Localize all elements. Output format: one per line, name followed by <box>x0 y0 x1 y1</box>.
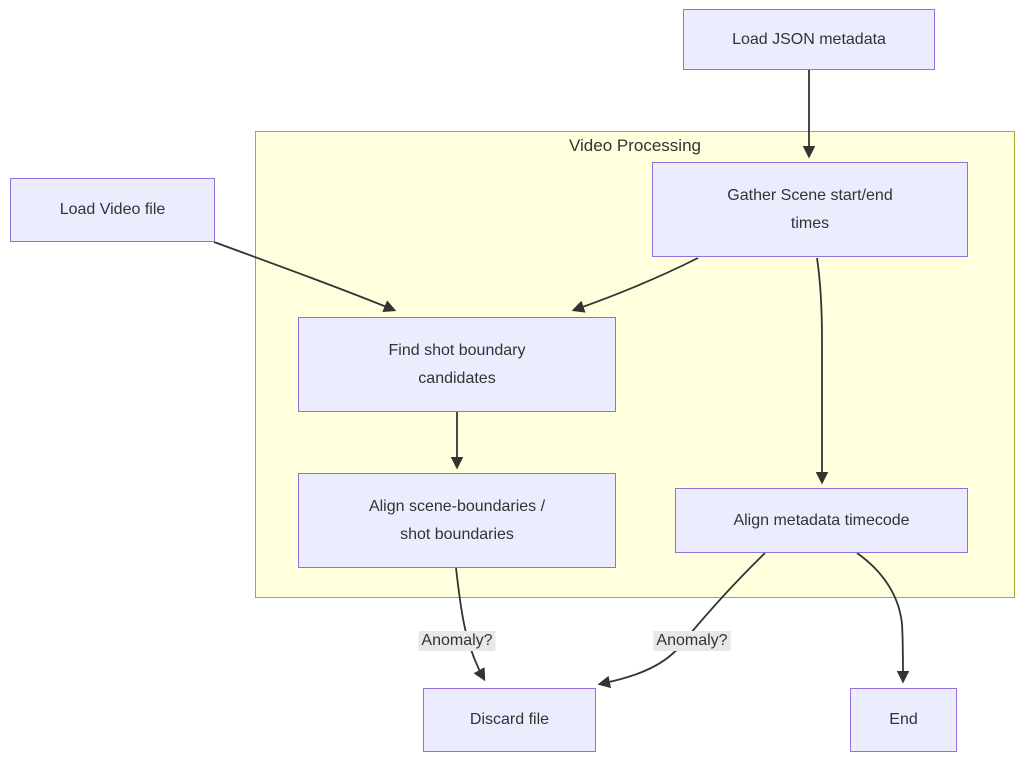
node-label-line2: shot boundaries <box>400 525 514 543</box>
node-label: Load Video file <box>59 201 166 218</box>
edge-label-anomaly-right: Anomaly? <box>653 631 731 651</box>
node-label-line1: Find shot boundary <box>388 341 526 359</box>
node-align-metadata-timecode: Align metadata timecode <box>675 488 968 553</box>
node-find-shot-boundary-candidates: Find shot boundary candidates <box>298 317 616 412</box>
node-discard-file: Discard file <box>423 688 596 752</box>
edge-label-anomaly-left: Anomaly? <box>418 631 496 651</box>
node-align-scene-shot-boundaries: Align scene-boundaries / shot boundaries <box>298 473 616 568</box>
node-label: Discard file <box>469 711 550 728</box>
node-label-line1: Align scene-boundaries / <box>368 497 546 515</box>
node-label-line2: candidates <box>418 369 496 387</box>
node-load-video-file: Load Video file <box>10 178 215 242</box>
node-label: Load JSON metadata <box>732 30 886 48</box>
node-end: End <box>850 688 957 752</box>
node-gather-scene-times: Gather Scene start/end times <box>652 162 968 257</box>
node-label-line2: times <box>790 214 830 232</box>
node-label: Align metadata timecode <box>733 511 910 529</box>
node-label-line1: Gather Scene start/end <box>727 186 893 204</box>
cluster-title: Video Processing <box>569 136 701 155</box>
node-label: End <box>889 711 918 728</box>
node-load-json-metadata: Load JSON metadata <box>683 9 935 70</box>
